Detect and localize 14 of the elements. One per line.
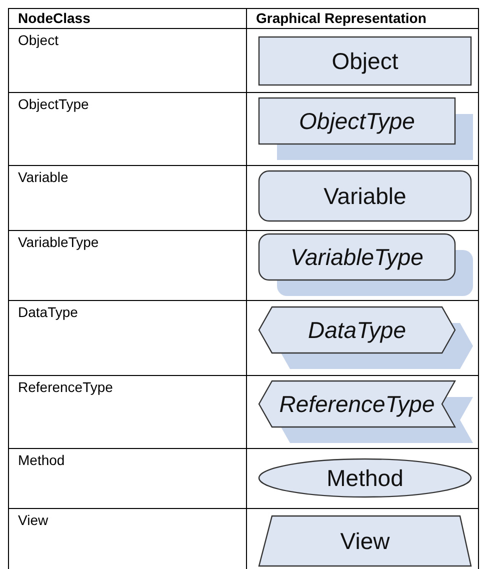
ellipse-node: Method xyxy=(258,458,472,498)
column-header: Graphical Representation xyxy=(256,10,426,26)
node-class-name: ObjectType xyxy=(18,96,89,112)
trapezoid-node: View xyxy=(258,515,472,567)
node-class-name: Object xyxy=(18,32,58,48)
node-class-name: DataType xyxy=(18,304,78,320)
node-class-name: View xyxy=(18,512,48,528)
rectangle-node: Object xyxy=(258,36,472,86)
node-class-name: Variable xyxy=(18,169,68,185)
node-class-name: ReferenceType xyxy=(18,379,113,395)
node-class-name: Method xyxy=(18,452,65,468)
rounded-rectangle-node: Variable xyxy=(258,170,472,222)
node-class-name: VariableType xyxy=(18,234,99,250)
column-header: NodeClass xyxy=(18,10,90,26)
